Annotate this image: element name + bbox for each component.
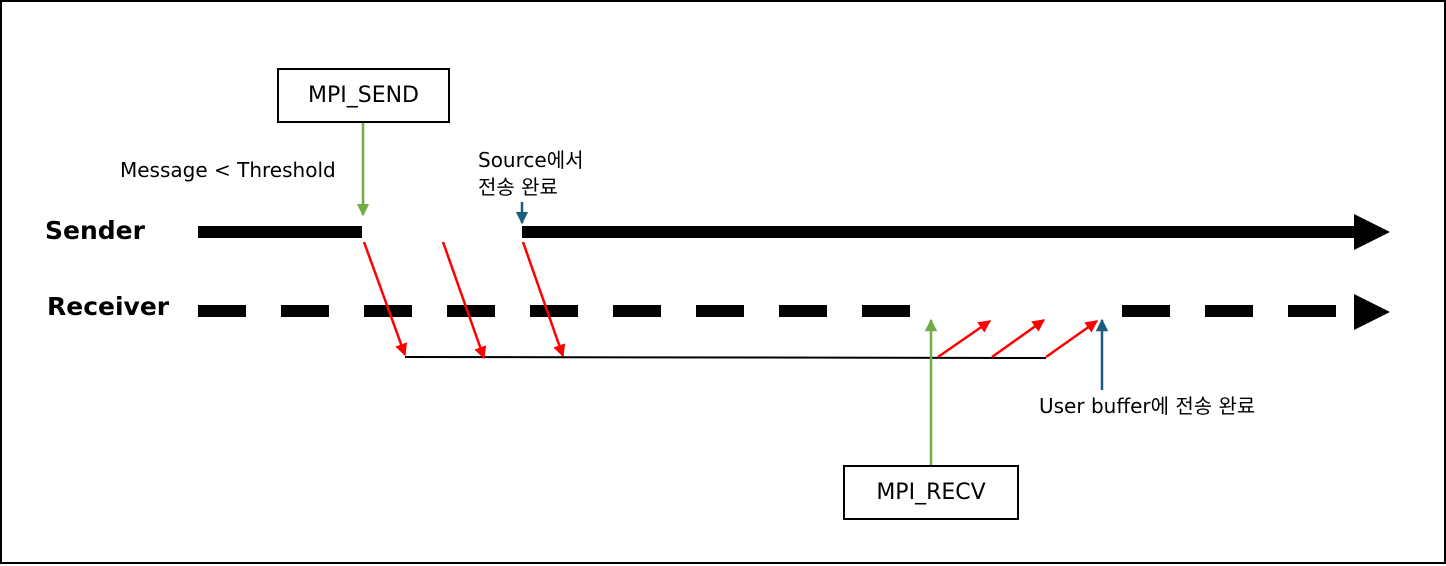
receiver-label: Receiver xyxy=(47,292,170,321)
delivery-arrow-3 xyxy=(1045,319,1099,359)
source-complete-note-line2: 전송 완료 xyxy=(478,175,558,199)
message-arrow-1 xyxy=(362,241,408,357)
mpi-recv-box: MPI_RECV xyxy=(843,465,1019,520)
sender-timeline xyxy=(198,214,1390,250)
threshold-note: Message < Threshold xyxy=(120,158,336,182)
delivery-arrow-1 xyxy=(937,319,992,359)
buffer-baseline xyxy=(404,356,1047,359)
user-buffer-complete-note: User buffer에 전송 완료 xyxy=(1039,394,1256,418)
source-complete-note-line1: Source에서 xyxy=(478,148,584,172)
delivery-arrow-2 xyxy=(991,318,1046,359)
receiver-timeline xyxy=(198,294,1390,330)
mpi-send-box: MPI_SEND xyxy=(277,68,450,123)
message-arrow-2 xyxy=(441,241,487,360)
message-arrow-3 xyxy=(521,241,566,358)
sender-label: Sender xyxy=(45,216,145,245)
